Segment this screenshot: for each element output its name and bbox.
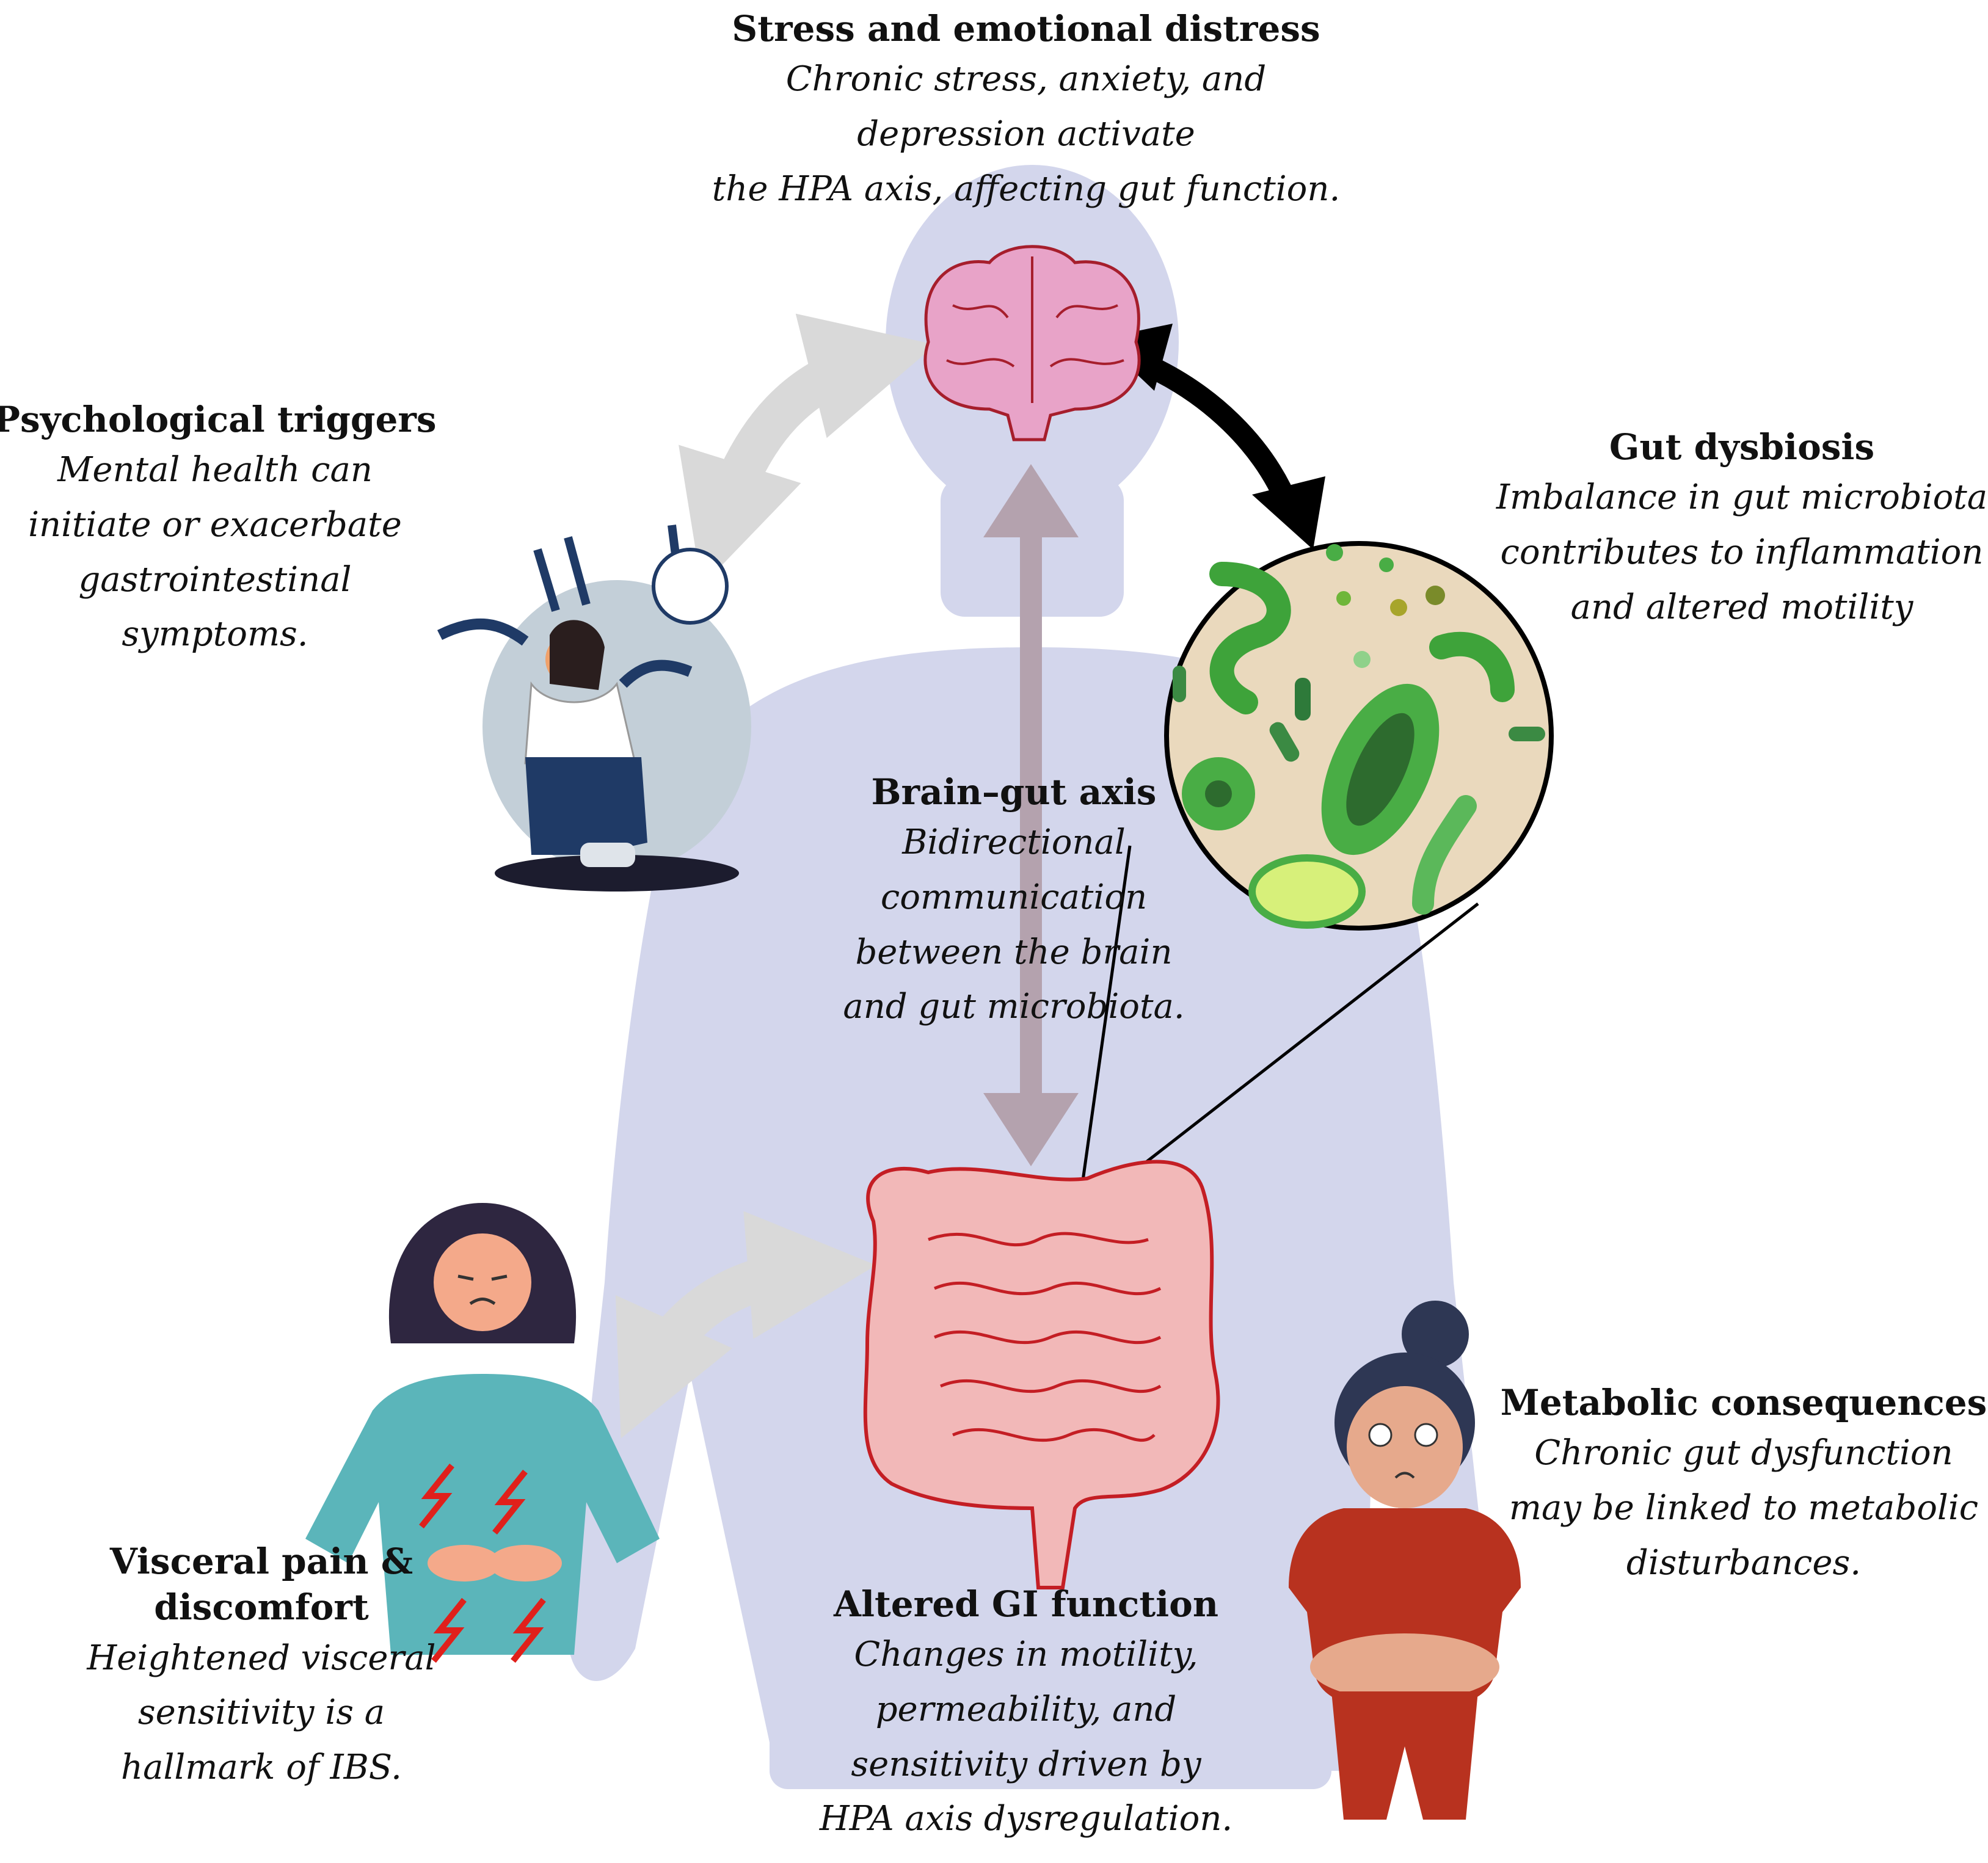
dysbiosis-line: and altered motility bbox=[1570, 587, 1913, 627]
abdominal-pain-woman-icon bbox=[305, 1203, 660, 1663]
dysbiosis-title: Gut dysbiosis bbox=[1609, 426, 1875, 468]
gi-line: sensitivity driven by bbox=[851, 1744, 1201, 1784]
gi-line: permeability, and bbox=[875, 1689, 1177, 1729]
grey-arrows bbox=[615, 313, 936, 1439]
metabolic-title: Metabolic consequences bbox=[1500, 1382, 1987, 1423]
axis-line: and gut microbiota. bbox=[843, 987, 1185, 1027]
psychological-line: initiate or exacerbate bbox=[28, 504, 402, 545]
dysbiosis-line: contributes to inflammation bbox=[1500, 532, 1984, 572]
visceral-label: Visceral pain & discomfort Heightened vi… bbox=[87, 1539, 435, 1795]
gi-title: Altered GI function bbox=[833, 1583, 1219, 1625]
stress-label: Stress and emotional distress Chronic st… bbox=[712, 6, 1340, 216]
metabolic-line: Chronic gut dysfunction bbox=[1534, 1433, 1953, 1473]
gi-line: HPA axis dysregulation. bbox=[819, 1799, 1233, 1839]
gi-line: Changes in motility, bbox=[854, 1635, 1198, 1675]
psychological-line: gastrointestinal bbox=[78, 559, 352, 600]
psychological-title: Psychological triggers bbox=[0, 399, 437, 440]
stress-line: the HPA axis, affecting gut function. bbox=[712, 169, 1341, 209]
visceral-line: sensitivity is a bbox=[137, 1693, 385, 1733]
arrow-pain-gut bbox=[615, 1211, 876, 1439]
stress-line: depression activate bbox=[857, 114, 1195, 154]
visceral-line: Heightened visceral bbox=[87, 1638, 436, 1678]
axis-line: Bidirectional bbox=[902, 823, 1126, 863]
dysbiosis-label: Gut dysbiosis Imbalance in gut microbiot… bbox=[1496, 424, 1987, 634]
gi-label: Altered GI function Changes in motility,… bbox=[820, 1582, 1232, 1847]
arrow-psych-brain bbox=[679, 313, 936, 587]
psychological-line: symptoms. bbox=[122, 614, 308, 655]
intestine-icon bbox=[863, 1160, 1220, 1589]
axis-line: between the brain bbox=[855, 932, 1173, 972]
visceral-line: hallmark of IBS. bbox=[121, 1747, 402, 1787]
psychological-line: Mental health can bbox=[57, 450, 373, 490]
psychological-label: Psychological triggers Mental health can… bbox=[0, 397, 437, 662]
metabolic-line: disturbances. bbox=[1626, 1542, 1862, 1583]
dysbiosis-line: Imbalance in gut microbiota bbox=[1496, 478, 1988, 518]
brain-gut-arrow bbox=[983, 464, 1079, 1166]
stress-line: Chronic stress, anxiety, and bbox=[785, 59, 1267, 100]
visceral-title: Visceral pain & bbox=[109, 1541, 413, 1582]
microbiota-icon bbox=[1164, 541, 1554, 931]
overweight-woman-icon bbox=[1289, 1301, 1521, 1820]
metabolic-line: may be linked to metabolic bbox=[1509, 1487, 1979, 1528]
brain-icon bbox=[923, 245, 1141, 441]
visceral-title: discomfort bbox=[154, 1586, 369, 1629]
axis-title: Brain–gut axis bbox=[871, 771, 1157, 813]
stress-title: Stress and emotional distress bbox=[732, 8, 1320, 49]
metabolic-label: Metabolic consequences Chronic gut dysfu… bbox=[1501, 1380, 1987, 1590]
axis-label: Brain–gut axis Bidirectional communicati… bbox=[843, 769, 1184, 1034]
axis-line: communication bbox=[880, 877, 1148, 917]
stressed-woman-icon bbox=[437, 525, 751, 892]
